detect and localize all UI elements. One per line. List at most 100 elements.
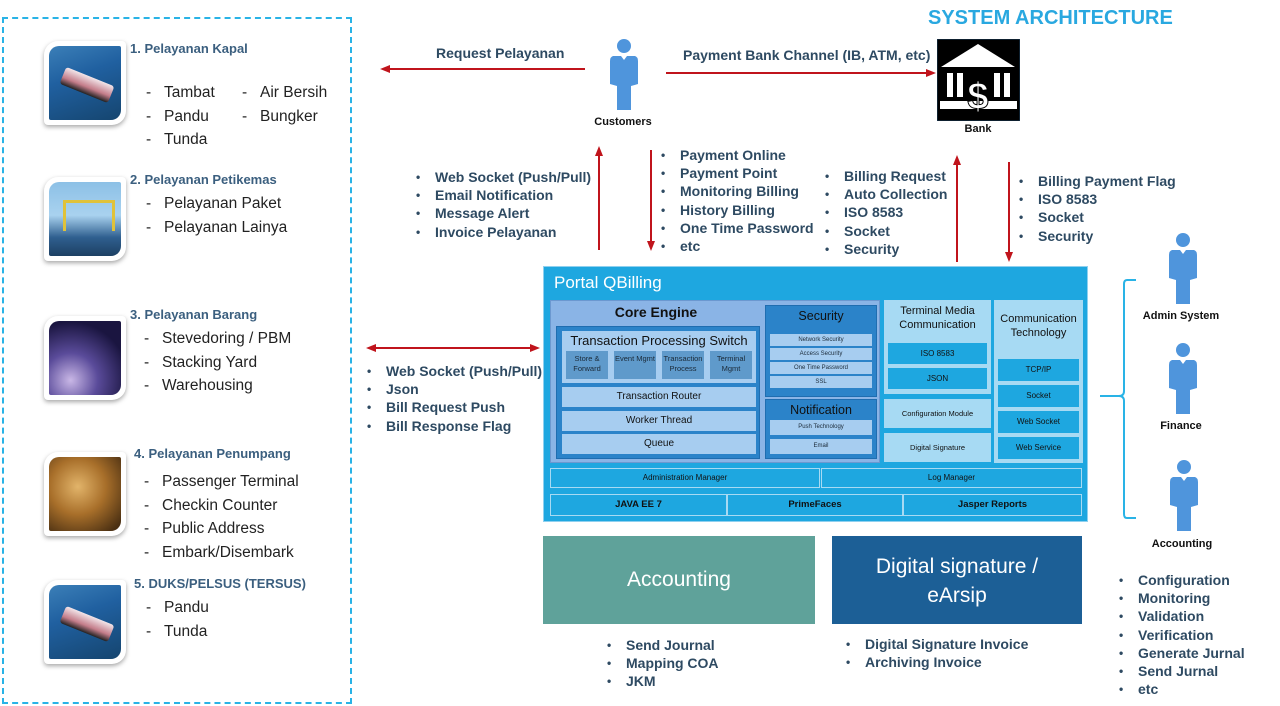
list-item: History Billing: [661, 201, 814, 219]
services-portal-list: Web Socket (Push/Pull) Json Bill Request…: [367, 362, 542, 435]
ct-item: Web Service: [998, 437, 1079, 459]
service-item: Bungker: [242, 105, 342, 129]
service-title: 4. Pelayanan Penumpang: [134, 446, 291, 461]
admin-system-label: Admin System: [1142, 310, 1220, 322]
ct-item: Socket: [998, 385, 1079, 407]
service-title: 1. Pelayanan Kapal: [130, 41, 248, 56]
tmc-title: Terminal Media Communication: [899, 305, 976, 331]
arrowhead-up-icon: [953, 155, 961, 165]
service-title: 2. Pelayanan Petikemas: [130, 172, 277, 187]
portal-to-bank-arrow: [956, 160, 958, 262]
service-item: Public Address: [144, 517, 299, 541]
list-item: One Time Password: [661, 219, 814, 237]
digital-signature-module: Digital Signature: [884, 433, 991, 462]
configuration-module: Configuration Module: [884, 399, 991, 428]
stack-jasper-reports: Jasper Reports: [903, 494, 1082, 516]
service-item: Pandu: [146, 105, 242, 129]
service-items: Pandu Tunda: [146, 596, 209, 643]
back-office-functions-list: Configuration Monitoring Validation Veri…: [1119, 571, 1245, 699]
tps-terminal-mgmt: Terminal Mgmt: [710, 351, 752, 379]
service-item: Embark/Disembark: [144, 541, 299, 565]
ct-item: Web Socket: [998, 411, 1079, 433]
arrowhead-right-icon: [530, 344, 540, 352]
accounting-person-icon: [1170, 460, 1198, 531]
notification-title: Notification: [790, 403, 852, 417]
tps-transaction-process: Transaction Process: [662, 351, 704, 379]
arrowhead-down-icon: [647, 241, 655, 251]
list-item: Json: [367, 380, 542, 398]
administration-manager: Administration Manager: [550, 468, 820, 488]
list-item: Billing Request: [825, 167, 947, 185]
arrowhead-up-icon: [595, 146, 603, 156]
admin-person-icon: [1169, 233, 1197, 304]
service-title: 3. Pelayanan Barang: [130, 307, 258, 322]
service-item: Stacking Yard: [144, 351, 291, 375]
list-item: Socket: [825, 222, 947, 240]
transaction-router: Transaction Router: [562, 387, 756, 407]
service-item: Tunda: [146, 620, 209, 644]
service-title: 5. DUKS/PELSUS (TERSUS): [134, 576, 306, 591]
digital-signature-earsip-box: Digital signature / eArsip: [832, 536, 1082, 624]
list-item: Send Journal: [607, 636, 719, 654]
list-item: Message Alert: [416, 204, 591, 222]
service-item: Checkin Counter: [144, 494, 299, 518]
list-item: Billing Payment Flag: [1019, 172, 1176, 190]
arrowhead-left-icon: [366, 344, 376, 352]
ds-title-line2: eArsip: [927, 584, 987, 607]
finance-person-icon: [1169, 343, 1197, 414]
accounting-box: Accounting: [543, 536, 815, 624]
arrowhead-right-icon: [926, 69, 936, 77]
notification-item: Push Technology: [770, 420, 872, 435]
customer-to-portal-list: Payment Online Payment Point Monitoring …: [661, 146, 814, 255]
request-pelayanan-label: Request Pelayanan: [436, 45, 565, 61]
cruise-ship-image: [44, 41, 126, 125]
bank-to-portal-list: Billing Payment Flag ISO 8583 Socket Sec…: [1019, 172, 1176, 245]
list-item: Socket: [1019, 208, 1176, 226]
list-item: Mapping COA: [607, 654, 719, 672]
list-item: Web Socket (Push/Pull): [367, 362, 542, 380]
tps-store-forward: Store & Forward: [566, 351, 608, 379]
tps-title: Transaction Processing Switch: [570, 333, 748, 348]
request-arrow: [385, 68, 585, 70]
service-item: Air Bersih: [242, 81, 342, 105]
security-title: Security: [798, 309, 844, 323]
list-item: Archiving Invoice: [846, 653, 1028, 671]
portal-to-bank-list: Billing Request Auto Collection ISO 8583…: [825, 167, 947, 258]
core-engine-inner: Transaction Processing Switch Store & Fo…: [556, 326, 760, 459]
container-crane-image: [44, 177, 126, 261]
notification-block: Notification Push Technology Email: [765, 399, 877, 459]
stack-primefaces: PrimeFaces: [727, 494, 903, 516]
actors-brace: [1100, 279, 1136, 519]
list-item: Payment Online: [661, 146, 814, 164]
portal-to-customer-arrow: [598, 152, 600, 250]
service-item: Pandu: [146, 596, 209, 620]
list-item: ISO 8583: [1019, 190, 1176, 208]
list-item: JKM: [607, 672, 719, 690]
payment-bank-channel-label: Payment Bank Channel (IB, ATM, etc): [683, 47, 931, 63]
list-item: etc: [661, 237, 814, 255]
portal-qbilling: Portal QBilling Core Engine Transaction …: [543, 266, 1088, 522]
transaction-processing-switch: Transaction Processing Switch Store & Fo…: [562, 331, 756, 383]
list-item: Payment Point: [661, 164, 814, 182]
tps-event-mgmt: Event Mgmt: [614, 351, 656, 379]
ct-title: Communication Technology: [1000, 313, 1077, 339]
list-item: Invoice Pelayanan: [416, 223, 591, 241]
list-item: Email Notification: [416, 186, 591, 204]
bank-icon: $: [937, 39, 1020, 121]
security-item: Network Security: [770, 334, 872, 346]
list-item: Generate Jurnal: [1119, 644, 1245, 662]
worker-thread: Worker Thread: [562, 411, 756, 431]
accounting-list: Send Journal Mapping COA JKM: [607, 636, 719, 691]
list-item: Bill Request Push: [367, 398, 542, 416]
list-item: Monitoring: [1119, 589, 1245, 607]
svg-text:$: $: [967, 76, 988, 118]
digital-signature-list: Digital Signature Invoice Archiving Invo…: [846, 635, 1028, 672]
service-items: Stevedoring / PBM Stacking Yard Warehous…: [144, 327, 291, 398]
service-item: Stevedoring / PBM: [144, 327, 291, 351]
accounting-actor-label: Accounting: [1151, 538, 1213, 550]
bank-label: Bank: [964, 123, 992, 135]
queue: Queue: [562, 434, 756, 454]
payment-arrow: [666, 72, 930, 74]
security-item: Access Security: [770, 348, 872, 360]
customer-to-portal-arrow: [650, 150, 652, 242]
